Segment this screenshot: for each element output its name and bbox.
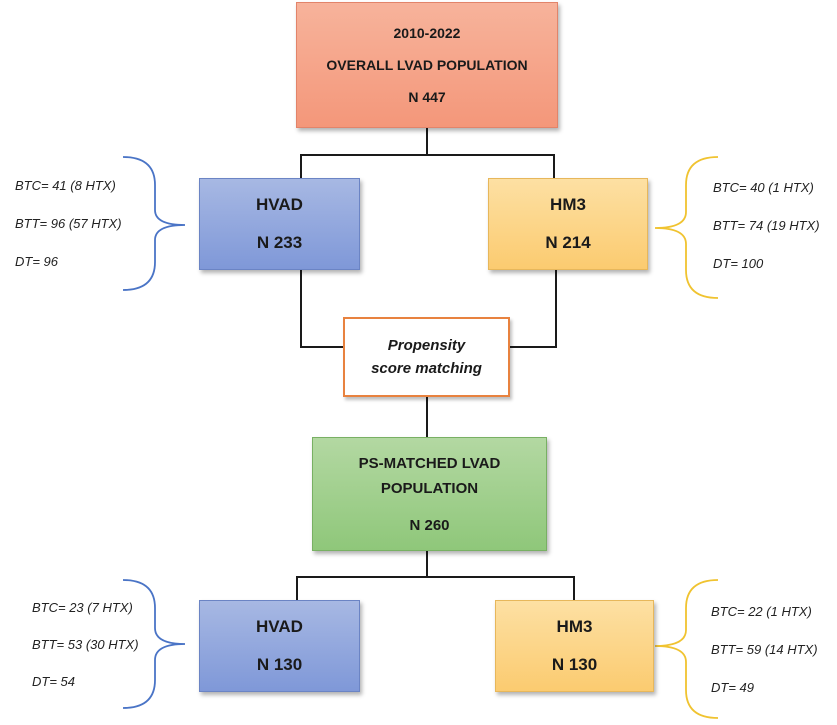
matched-line1: PS-MATCHED LVAD <box>358 454 501 472</box>
connector <box>426 551 428 577</box>
psm-line2: score matching <box>371 360 482 377</box>
connector <box>553 154 555 178</box>
hvad-post-btt: BTT= 53 (30 HTX) <box>32 637 139 652</box>
overall-population-box: 2010-2022 OVERALL LVAD POPULATION N 447 <box>296 2 558 128</box>
hvad-pre-n: N 233 <box>256 233 303 252</box>
overall-title: OVERALL LVAD POPULATION <box>326 57 528 73</box>
hm3-post-label: HM3 <box>556 617 593 636</box>
hvad-post-box: HVAD N 130 <box>199 600 360 692</box>
hvad-pre-box: HVAD N 233 <box>199 178 360 270</box>
hvad-pre-label: HVAD <box>256 195 303 214</box>
ps-matched-population-box: PS-MATCHED LVAD POPULATION N 260 <box>312 437 547 551</box>
hvad-post-dt: DT= 54 <box>32 674 75 689</box>
hvad-post-label: HVAD <box>256 617 303 636</box>
hvad-pre-btt: BTT= 96 (57 HTX) <box>15 216 122 231</box>
connector <box>426 397 428 437</box>
connector <box>300 346 343 348</box>
hm3-pre-label: HM3 <box>550 195 586 214</box>
overall-years: 2010-2022 <box>393 25 461 41</box>
hvad-post-btc: BTC= 23 (7 HTX) <box>32 600 133 615</box>
connector <box>573 576 575 600</box>
connector <box>510 346 557 348</box>
connector <box>555 270 557 347</box>
hvad-pre-btc: BTC= 41 (8 HTX) <box>15 178 116 193</box>
right-brace-top <box>654 156 719 299</box>
left-brace-top <box>122 156 186 291</box>
hm3-post-btt: BTT= 59 (14 HTX) <box>711 642 818 657</box>
hm3-post-dt: DT= 49 <box>711 680 754 695</box>
matched-line2: POPULATION <box>380 479 479 497</box>
hm3-pre-btt: BTT= 74 (19 HTX) <box>713 218 820 233</box>
right-brace-bottom <box>654 579 719 719</box>
hm3-pre-n: N 214 <box>545 233 591 252</box>
hm3-pre-btc: BTC= 40 (1 HTX) <box>713 180 814 195</box>
hvad-post-n: N 130 <box>256 655 303 674</box>
hm3-post-n: N 130 <box>551 655 598 674</box>
hm3-pre-dt: DT= 100 <box>713 256 764 271</box>
hm3-post-btc: BTC= 22 (1 HTX) <box>711 604 812 619</box>
connector <box>296 576 298 600</box>
overall-n: N 447 <box>408 89 446 105</box>
connector <box>300 154 555 156</box>
left-brace-bottom <box>122 579 186 709</box>
connector <box>300 154 302 178</box>
matched-n: N 260 <box>409 516 450 534</box>
connector <box>296 576 575 578</box>
hvad-pre-dt: DT= 96 <box>15 254 58 269</box>
connector <box>426 128 428 155</box>
connector <box>300 270 302 347</box>
hm3-pre-box: HM3 N 214 <box>488 178 648 270</box>
psm-line1: Propensity <box>387 337 466 354</box>
hm3-post-box: HM3 N 130 <box>495 600 654 692</box>
propensity-score-matching-box: Propensity score matching <box>343 317 510 397</box>
